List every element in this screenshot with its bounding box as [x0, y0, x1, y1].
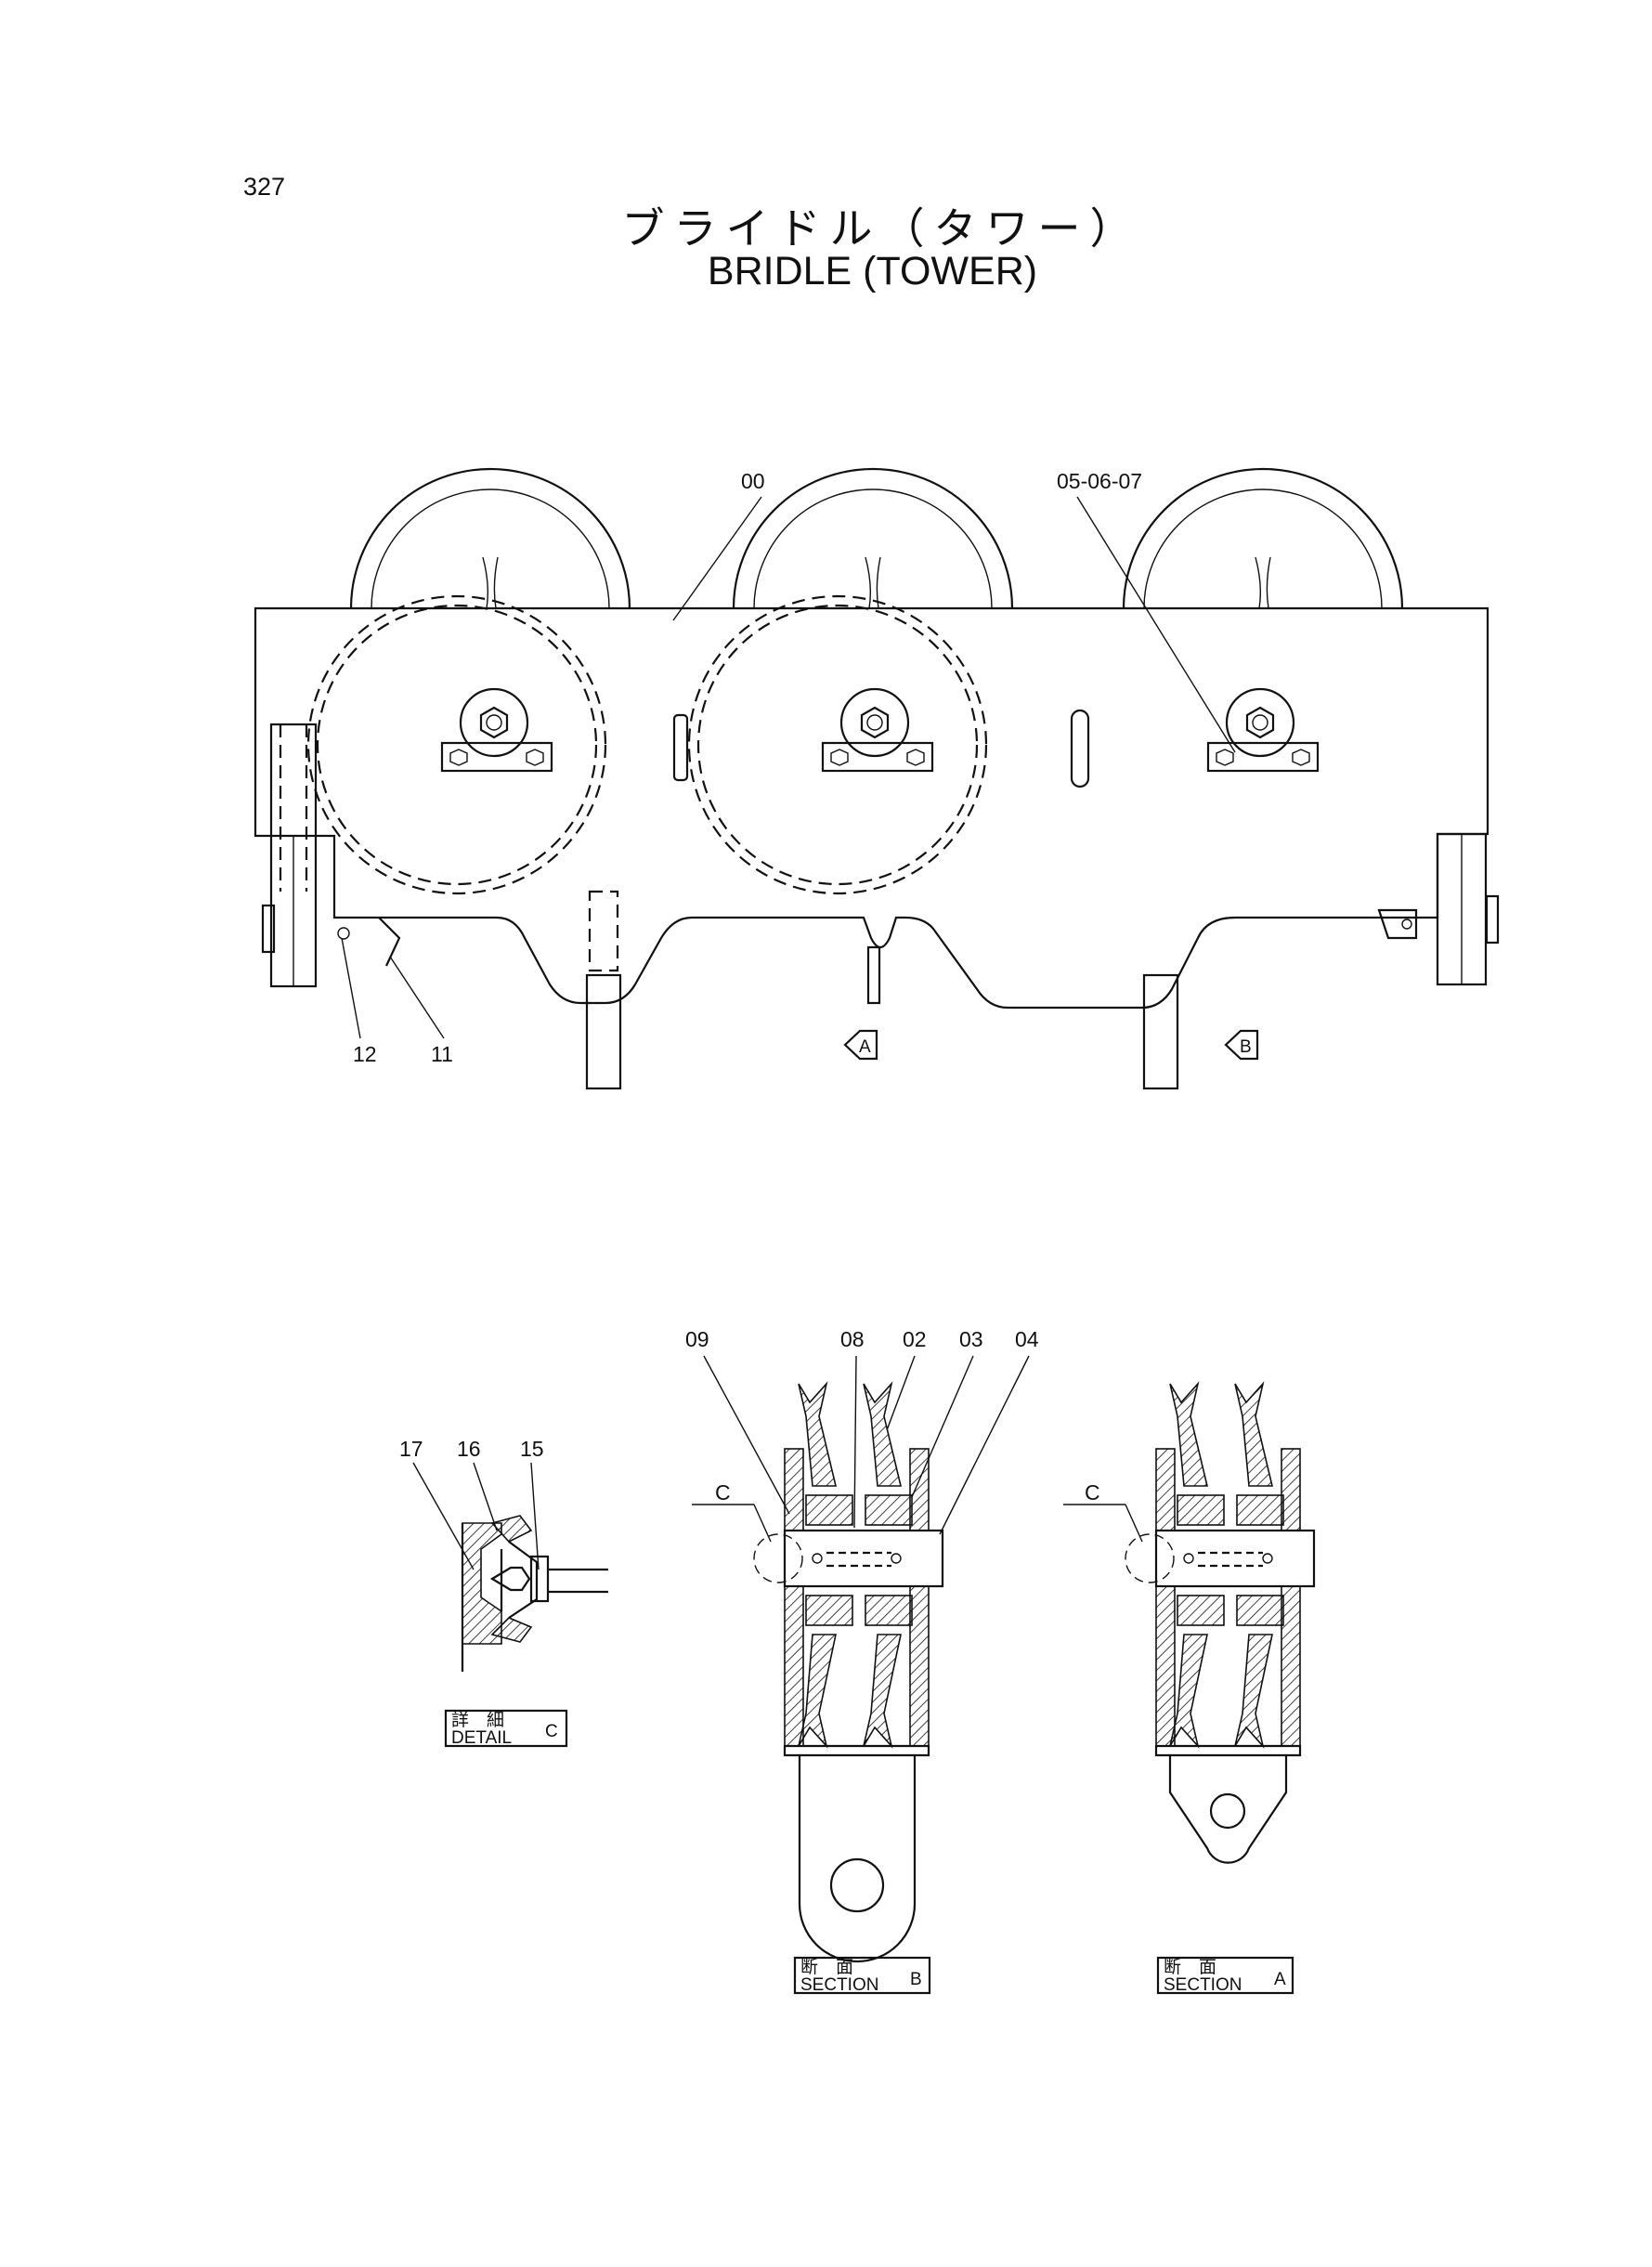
page-number: 327 [243, 173, 286, 201]
callout-09: 09 [685, 1327, 709, 1351]
section-b-arrow: B [1224, 1029, 1259, 1061]
callout-08: 08 [840, 1327, 865, 1351]
detail-ref-c-section-a: C [1085, 1480, 1100, 1505]
callout-16: 16 [457, 1437, 481, 1461]
svg-text:A: A [1274, 1970, 1286, 1989]
callout-11: 11 [431, 1042, 453, 1066]
bearing-block-right [1206, 687, 1320, 773]
svg-text:SECTION: SECTION [1164, 1975, 1242, 1995]
section-b-shaft [783, 1529, 944, 1588]
detail-ref-c-section-b: C [715, 1480, 731, 1505]
bottom-pin-middle [866, 945, 881, 1005]
svg-text:断 面: 断 面 [1164, 1957, 1216, 1977]
section-b-title-box: 断 面 SECTION B [793, 1956, 931, 1995]
svg-text:DETAIL: DETAIL [451, 1728, 512, 1748]
bridle-body [254, 606, 1489, 1010]
bottom-pin-right [1142, 973, 1179, 1090]
svg-text:SECTION: SECTION [800, 1975, 878, 1995]
body-slot [1070, 709, 1090, 788]
bottom-pin-left [585, 973, 622, 1090]
left-end-plates [261, 723, 401, 988]
bearing-block-left [440, 687, 553, 773]
section-b-sheaves [798, 1381, 903, 1749]
section-b-view: C 09 08 02 03 04 断 面 SECTION B [685, 1327, 1039, 1995]
sheave-outline-dashed-left [306, 594, 607, 895]
detail-c-title-box: 詳 細 DETAIL C [444, 1709, 568, 1748]
svg-text:詳 細: 詳 細 [451, 1710, 504, 1730]
svg-text:断 面: 断 面 [800, 1957, 853, 1977]
sheave-outline-dashed-middle [687, 594, 988, 895]
svg-text:A: A [859, 1037, 871, 1057]
svg-text:B: B [910, 1970, 922, 1989]
callout-00: 00 [741, 469, 765, 493]
title-english: BRIDLE (TOWER) [707, 249, 1038, 293]
section-a-title-box: 断 面 SECTION A [1156, 1956, 1294, 1995]
callout-05-06-07: 05-06-07 [1057, 469, 1142, 493]
main-side-view: 00 05-06-07 12 11 A B [254, 467, 1500, 1090]
sheave-tops [349, 467, 1404, 609]
svg-text:C: C [545, 1722, 558, 1741]
section-a-arrow: A [843, 1029, 878, 1061]
svg-text:B: B [1240, 1037, 1252, 1057]
callout-17: 17 [399, 1437, 423, 1461]
bearing-block-middle [821, 687, 934, 773]
callout-04: 04 [1015, 1327, 1039, 1351]
right-end-plates [1377, 832, 1500, 986]
section-a-view: C 断 面 SECTION A [1063, 1381, 1316, 1995]
detail-c-view: 17 16 15 詳 細 DETAIL C [399, 1437, 608, 1748]
section-a-shaft [1154, 1529, 1316, 1588]
callout-12: 12 [353, 1042, 377, 1066]
callout-15: 15 [520, 1437, 544, 1461]
callout-03: 03 [959, 1327, 983, 1351]
callout-02: 02 [903, 1327, 927, 1351]
section-a-sheaves [1169, 1381, 1274, 1749]
title-japanese: ブライドル（タワー） [621, 203, 1142, 254]
